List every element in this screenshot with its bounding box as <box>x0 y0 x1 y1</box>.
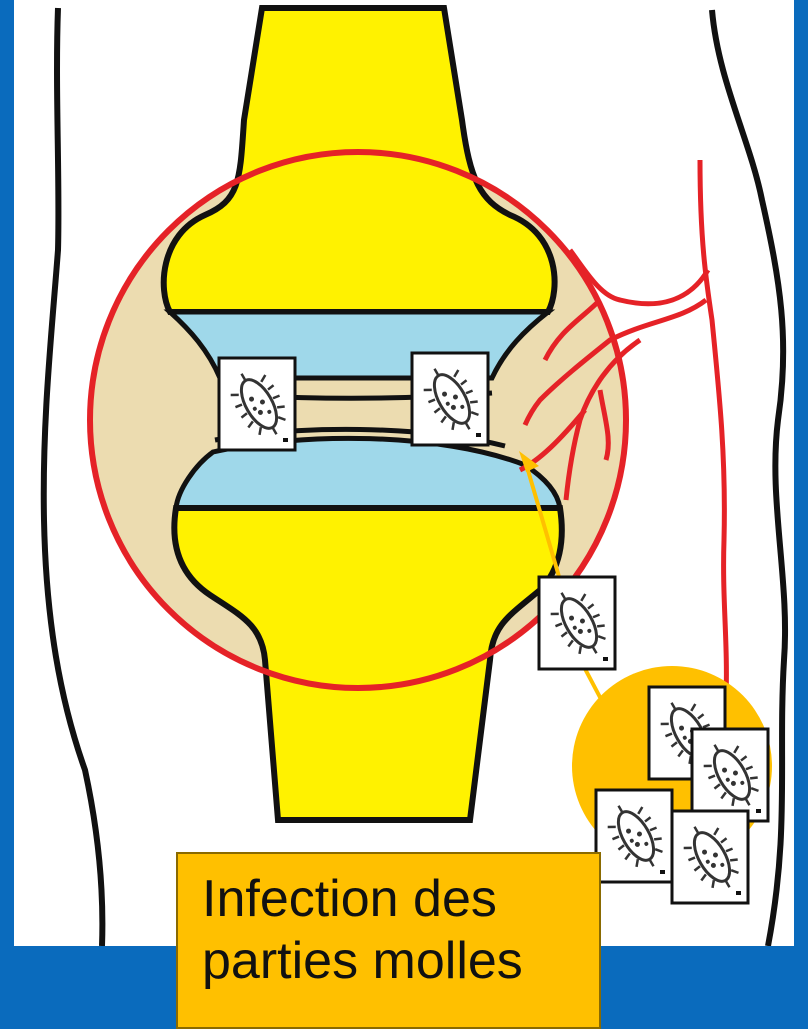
bacterium-icon <box>596 790 673 882</box>
caption-line-1: Infection des <box>202 868 599 930</box>
bacterium-icon <box>539 577 616 669</box>
bacterium-icon <box>692 729 769 821</box>
caption-box: Infection des parties molles <box>176 852 601 1029</box>
bacterium-icon <box>219 358 296 450</box>
bacterium-icon <box>412 353 489 445</box>
caption-line-2: parties molles <box>202 930 599 992</box>
bacterium-icon <box>672 811 749 903</box>
